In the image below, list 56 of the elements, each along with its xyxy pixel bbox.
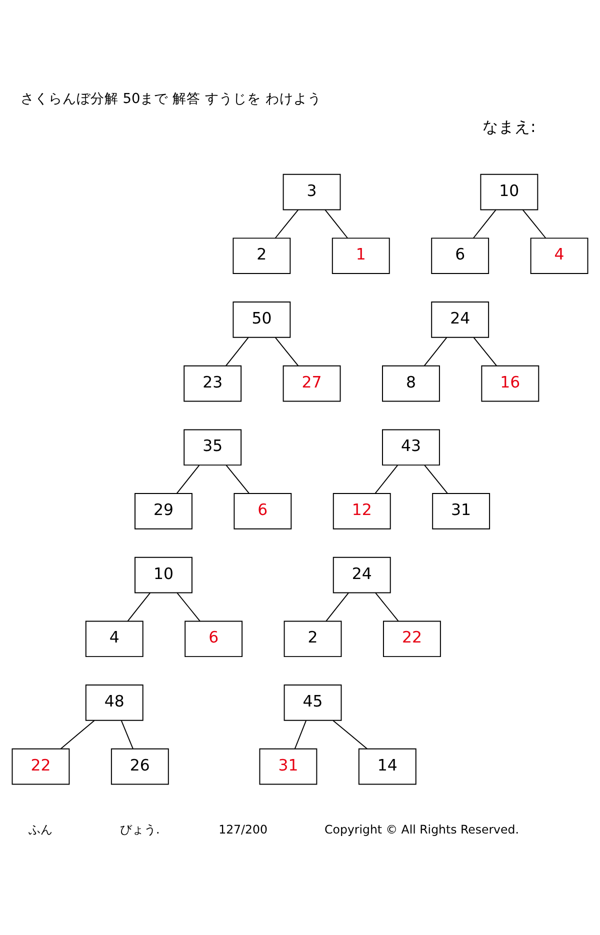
connector <box>274 336 299 366</box>
label: ふん <box>28 822 53 836</box>
node-box: 48 <box>85 684 144 720</box>
node-box: 14 <box>358 748 416 784</box>
connector <box>294 720 307 749</box>
connector <box>127 592 151 621</box>
node-box: 4 <box>530 237 588 274</box>
node-box: 43 <box>382 428 440 466</box>
node-box: 24 <box>332 556 391 593</box>
node-box: 1 <box>332 237 390 274</box>
node-box: 24 <box>431 301 490 338</box>
node-box: 22 <box>383 620 441 657</box>
node-box: 23 <box>184 364 242 402</box>
connector <box>374 464 398 494</box>
connector <box>375 592 399 621</box>
connector <box>473 336 497 366</box>
label: Copyright © All Rights Reserved. <box>324 822 519 836</box>
node-box: 31 <box>259 748 318 784</box>
node-box: 29 <box>134 492 192 529</box>
label: 127/200 <box>218 822 268 836</box>
connector <box>274 208 299 238</box>
label: びょう. <box>120 822 160 836</box>
node-box: 10 <box>480 173 538 210</box>
connector <box>326 592 349 621</box>
node-box: 6 <box>234 492 292 529</box>
connector <box>473 208 496 238</box>
node-box: 10 <box>134 556 192 593</box>
label: なまえ: <box>482 116 536 136</box>
connector <box>226 336 249 366</box>
node-box: 2 <box>284 620 342 657</box>
node-box: 26 <box>110 748 169 784</box>
diagram-title: さくらんぼ分解 50まで 解答 すうじを わけよう <box>20 90 322 106</box>
connector <box>324 208 348 238</box>
node-box: 3 <box>282 173 341 210</box>
node-box: 27 <box>282 364 341 402</box>
connector <box>424 464 448 494</box>
node-box: 22 <box>12 748 70 784</box>
node-box: 50 <box>232 301 291 338</box>
node-box: 12 <box>332 492 391 529</box>
node-box: 6 <box>184 620 243 657</box>
node-box: 6 <box>431 237 490 274</box>
node-box: 16 <box>481 364 540 402</box>
node-box: 8 <box>382 364 440 402</box>
connector <box>176 592 200 621</box>
node-box: 4 <box>85 620 144 657</box>
connector <box>226 464 250 494</box>
connector <box>332 720 368 749</box>
node-box: 31 <box>432 492 490 529</box>
node-box: 35 <box>184 428 242 466</box>
connector <box>176 464 200 494</box>
connector <box>120 720 134 749</box>
connector <box>60 720 95 749</box>
connector <box>522 208 546 238</box>
node-box: 45 <box>284 684 342 720</box>
node-box: 2 <box>232 237 291 274</box>
connector <box>424 336 448 366</box>
